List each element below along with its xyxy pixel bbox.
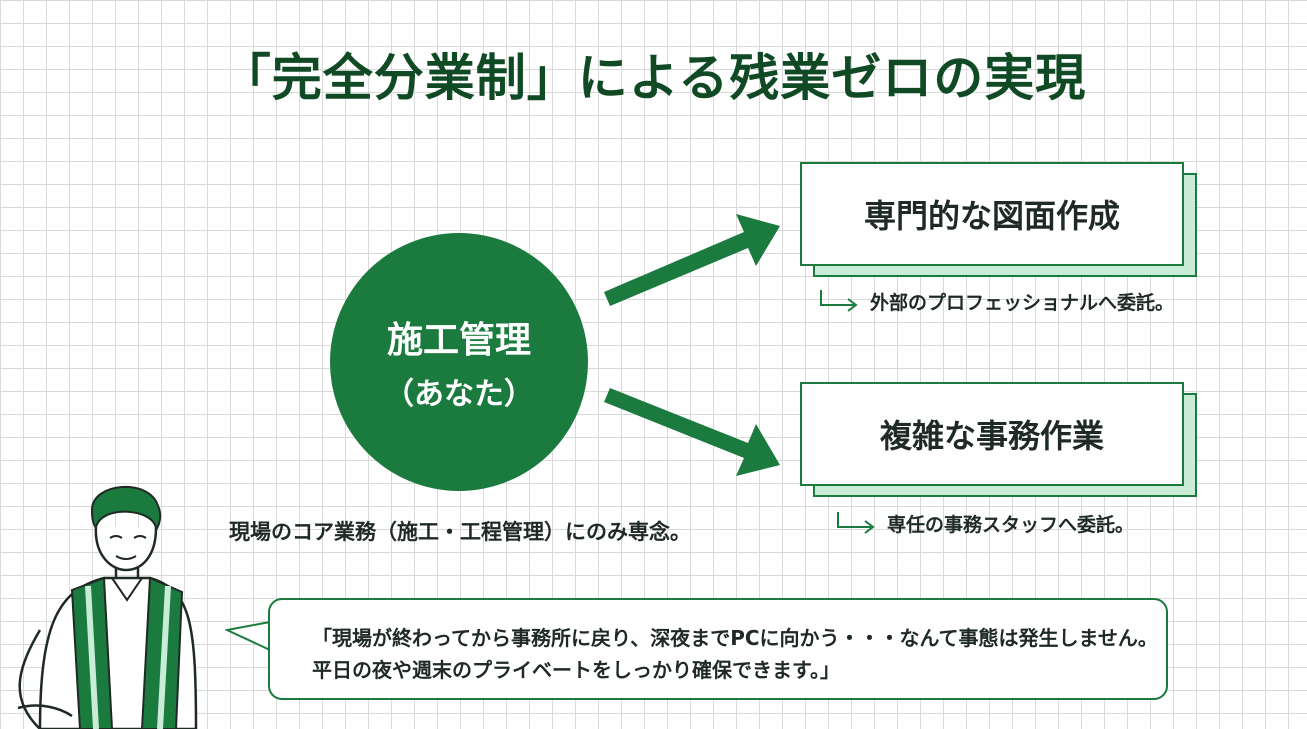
note-office: 専任の事務スタッフへ委託。 bbox=[835, 510, 1134, 537]
arrow-to-office bbox=[604, 388, 780, 476]
corner-arrow-icon bbox=[820, 289, 858, 312]
note-drawing-text: 外部のプロフェッショナルへ委託。 bbox=[870, 292, 1175, 314]
worker-illustration bbox=[17, 485, 198, 729]
center-circle: 施工管理 （あなた） bbox=[330, 233, 588, 491]
speech-tail bbox=[225, 621, 271, 651]
page-title: 「完全分業制」による残業ゼロの実現 bbox=[220, 49, 1087, 107]
center-sublabel: （あなた） bbox=[384, 377, 534, 412]
note-office-text: 専任の事務スタッフへ委託。 bbox=[887, 514, 1135, 536]
note-drawing: 外部のプロフェッショナルへ委託。 bbox=[818, 288, 1174, 315]
corner-arrow-icon bbox=[837, 511, 875, 534]
core-text: 現場のコア業務（施工・工程管理）にのみ専念。 bbox=[229, 520, 691, 544]
arrow-to-drawing bbox=[604, 214, 780, 306]
speech-line-2: 平日の夜や週末のプライベートをしっかり確保できます。」 bbox=[312, 658, 840, 682]
speech-bubble: 「現場が終わってから事務所に戻り、深夜までPCに向かう・・・なんて事態は発生しま… bbox=[268, 598, 1168, 700]
box-office-label: 複雑な事務作業 bbox=[800, 382, 1184, 486]
center-label: 施工管理 bbox=[386, 320, 531, 361]
box-drawing-label: 専門的な図面作成 bbox=[800, 162, 1184, 266]
speech-line-1: 「現場が終わってから事務所に戻り、深夜までPCに向かう・・・なんて事態は発生しま… bbox=[312, 626, 1158, 650]
